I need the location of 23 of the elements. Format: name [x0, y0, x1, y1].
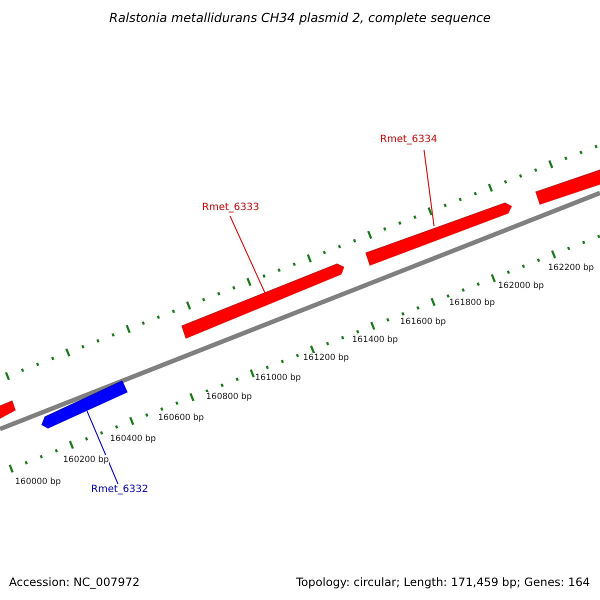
scale-label: 161000 bp — [255, 373, 301, 383]
accession-text: Accession: NC_007972 — [9, 575, 140, 589]
scale-label: 160000 bp — [15, 477, 61, 487]
gene-label: Rmet_6334 — [380, 134, 438, 145]
gene-feature — [365, 202, 512, 266]
scale-label: 162000 bp — [498, 281, 544, 291]
leader-line — [86, 410, 118, 484]
scale-label: 161400 bp — [352, 335, 398, 345]
leader-line — [230, 216, 266, 294]
scale-label: 161600 bp — [400, 317, 446, 327]
scale-label: 160400 bp — [110, 434, 156, 444]
summary-text: Topology: circular; Length: 171,459 bp; Genes: 164 — [296, 575, 590, 589]
scale-label: 160800 bp — [206, 392, 252, 402]
gene-feature — [41, 380, 128, 429]
scale-label: 160600 bp — [158, 413, 204, 423]
leader-line — [424, 150, 434, 226]
title: Ralstonia metallidurans CH34 plasmid 2, complete sequence — [108, 10, 492, 25]
gene-label: Rmet_6332 — [91, 484, 148, 495]
gene-feature — [535, 169, 600, 205]
gene-feature — [0, 400, 16, 419]
scale-label: 162200 bp — [548, 263, 594, 273]
gene-feature — [181, 263, 344, 339]
gene-label: Rmet_6333 — [202, 202, 260, 213]
